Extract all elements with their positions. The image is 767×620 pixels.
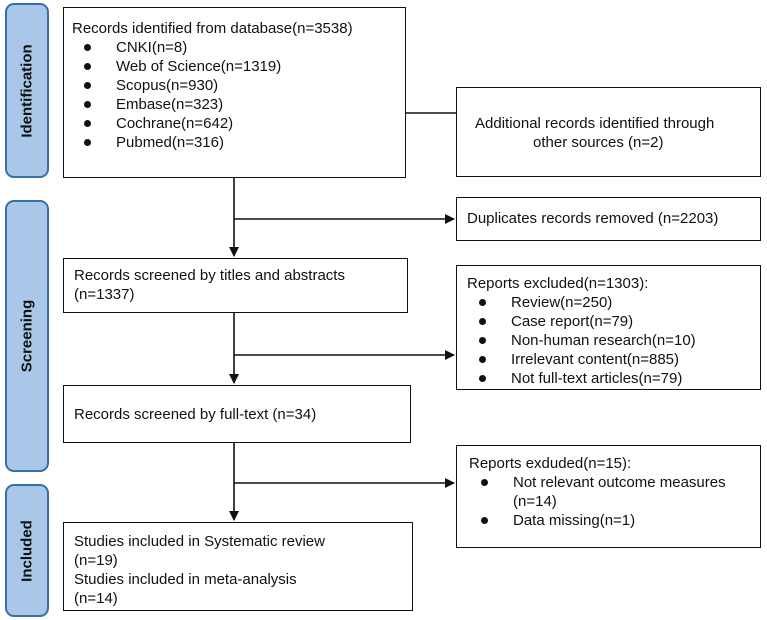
studies-included-line2: (n=19) — [74, 552, 118, 569]
bullet-icon — [479, 337, 486, 344]
studies-included-line1: Studies included in Systematic review — [74, 533, 325, 550]
exduded-data-missing: Data missing(n=1) — [513, 512, 636, 529]
bullet-icon — [479, 356, 486, 363]
database-pubmed: Pubmed(n=316) — [116, 134, 224, 151]
exduded-outcome-line2: (n=14) — [513, 493, 557, 510]
studies-included-line4: (n=14) — [74, 590, 118, 607]
database-scopus: Scopus(n=930) — [116, 77, 219, 94]
database-cochrane: Cochrane(n=642) — [116, 115, 234, 132]
records-identified-box: Records identified from database(n=3538)… — [63, 7, 406, 178]
reports-exduded-title: Reports exduded(n=15): — [469, 455, 632, 472]
studies-included-line3: Studies included in meta-analysis — [74, 571, 297, 588]
list-item: Data missing(n=1) — [469, 511, 754, 530]
exclusion-review: Review(n=250) — [511, 294, 613, 311]
list-item: Pubmed(n=316) — [72, 133, 399, 152]
exclusion-irrelevant: Irrelevant content(n=885) — [511, 351, 680, 368]
database-list: CNKI(n=8) Web of Science(n=1319) Scopus(… — [72, 38, 399, 152]
reports-excluded-title: Reports excluded(n=1303): — [467, 275, 649, 292]
bullet-icon — [479, 318, 486, 325]
phase-included: Included — [5, 484, 49, 617]
list-item: Scopus(n=930) — [72, 76, 399, 95]
database-embase: Embase(n=323) — [116, 96, 224, 113]
additional-records-box: Additional records identified through ot… — [456, 87, 761, 177]
bullet-icon — [481, 517, 488, 524]
bullet-icon — [84, 82, 91, 89]
exduded-outcome-line1: Not relevant outcome measures — [513, 474, 726, 491]
exduded-reasons-list: Not relevant outcome measures (n=14) Dat… — [469, 473, 754, 530]
list-item: Cochrane(n=642) — [72, 114, 399, 133]
screened-fulltext-box: Records screened by full-text (n=34) — [63, 385, 411, 443]
list-item: Case report(n=79) — [467, 312, 754, 331]
list-item: Web of Science(n=1319) — [72, 57, 399, 76]
bullet-icon — [84, 139, 91, 146]
list-item: Not relevant outcome measures (n=14) — [469, 473, 754, 511]
exclusion-non-human: Non-human research(n=10) — [511, 332, 696, 349]
screened-titles-line2: (n=1337) — [74, 286, 135, 303]
list-item: Non-human research(n=10) — [467, 331, 754, 350]
database-web-of-science: Web of Science(n=1319) — [116, 58, 282, 75]
bullet-icon — [479, 299, 486, 306]
list-item: Not full-text articles(n=79) — [467, 369, 754, 388]
bullet-icon — [84, 120, 91, 127]
exclusion-reasons-list: Review(n=250) Case report(n=79) Non-huma… — [467, 293, 754, 388]
screened-fulltext-text: Records screened by full-text (n=34) — [74, 406, 317, 423]
reports-exduded-box: Reports exduded(n=15): Not relevant outc… — [456, 445, 761, 548]
bullet-icon — [481, 479, 488, 486]
exclusion-case-report: Case report(n=79) — [511, 313, 634, 330]
screened-titles-line1: Records screened by titles and abstracts — [74, 267, 345, 284]
bullet-icon — [84, 63, 91, 70]
database-cnki: CNKI(n=8) — [116, 39, 188, 56]
additional-records-line1: Additional records identified through — [475, 115, 715, 132]
screened-titles-box: Records screened by titles and abstracts… — [63, 258, 408, 313]
bullet-icon — [84, 101, 91, 108]
phase-screening: Screening — [5, 200, 49, 472]
phase-identification: Identification — [5, 3, 49, 178]
list-item: Review(n=250) — [467, 293, 754, 312]
records-identified-title: Records identified from database(n=3538) — [72, 20, 353, 37]
bullet-icon — [84, 44, 91, 51]
reports-excluded-box: Reports excluded(n=1303): Review(n=250) … — [456, 265, 761, 390]
bullet-icon — [479, 375, 486, 382]
list-item: CNKI(n=8) — [72, 38, 399, 57]
list-item: Irrelevant content(n=885) — [467, 350, 754, 369]
duplicates-removed-box: Duplicates records removed (n=2203) — [456, 197, 761, 241]
duplicates-removed-text: Duplicates records removed (n=2203) — [467, 210, 719, 227]
studies-included-box: Studies included in Systematic review (n… — [63, 522, 413, 611]
list-item: Embase(n=323) — [72, 95, 399, 114]
exclusion-not-full-text: Not full-text articles(n=79) — [511, 370, 683, 387]
additional-records-line2: other sources (n=2) — [533, 134, 664, 151]
